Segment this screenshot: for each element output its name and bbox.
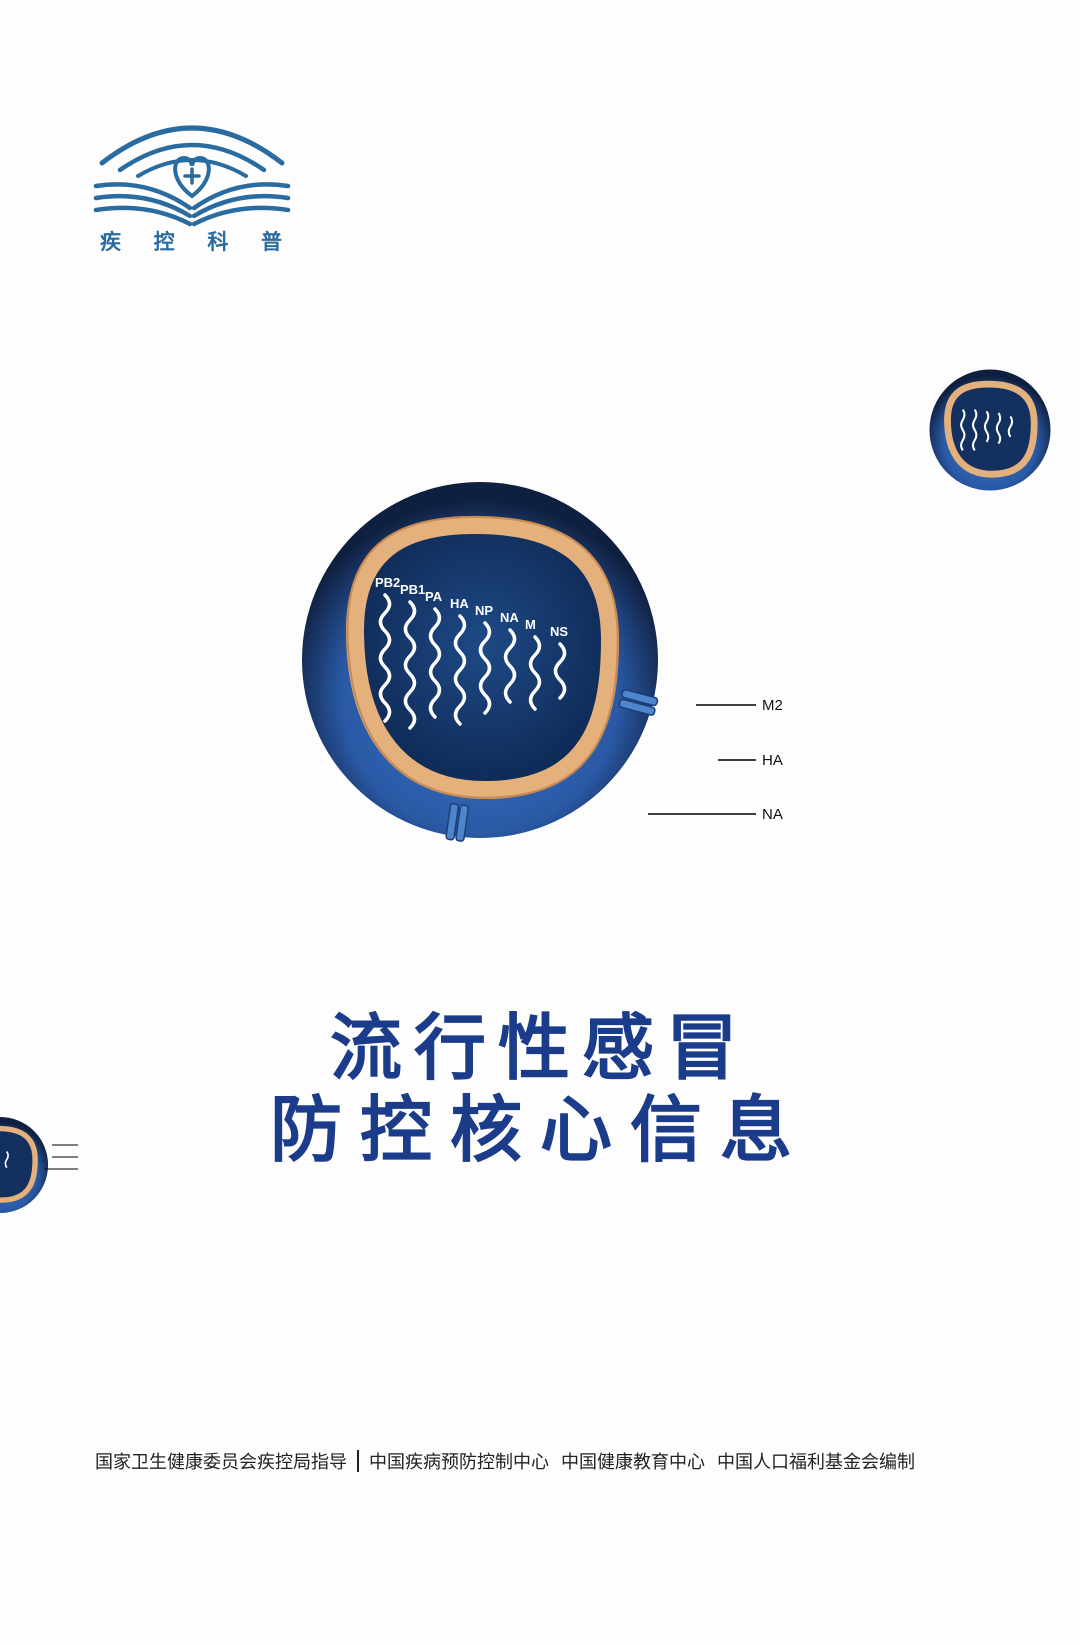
org-credit: 中国健康教育中心 xyxy=(561,1452,705,1473)
credits-footer: 国家卫生健康委员会疾控局指导 中国疾病预防控制中心中国健康教育中心中国人口福利基金… xyxy=(95,1448,995,1474)
logo-char: 科 xyxy=(207,230,231,254)
page-title: 流行性感冒 防控核心信息 xyxy=(0,1008,1080,1170)
rna-segment-label: HA xyxy=(450,596,469,611)
callout-na: NA xyxy=(762,806,783,823)
jikong-kepu-logo-icon xyxy=(93,125,291,227)
rna-segment xyxy=(453,614,467,726)
virus-decoration-icon xyxy=(929,369,1051,491)
rna-segment-label: PA xyxy=(425,589,443,604)
rna-segment-label: NA xyxy=(500,610,519,625)
logo-char: 普 xyxy=(260,230,284,254)
rna-segment xyxy=(553,642,567,700)
rna-segment-label: NS xyxy=(550,624,568,639)
rna-segment xyxy=(403,600,417,730)
rna-segment xyxy=(428,607,442,719)
logo-text: 疾 控 科 普 xyxy=(92,226,292,256)
org-credit: 中国疾病预防控制中心 xyxy=(369,1452,549,1473)
rna-segment xyxy=(478,621,492,715)
rna-segment xyxy=(528,635,542,711)
rna-segment xyxy=(503,628,517,704)
virus-decoration-icon xyxy=(0,1116,78,1214)
title-line-1: 流行性感冒 xyxy=(329,1006,750,1090)
org-credit: 中国人口福利基金会编制 xyxy=(717,1452,915,1473)
logo-char: 控 xyxy=(153,230,177,254)
rna-segment-label: M xyxy=(525,617,536,632)
guidance-credit: 国家卫生健康委员会疾控局指导 xyxy=(95,1452,347,1473)
title-line-2: 防控核心信息 xyxy=(269,1088,810,1172)
rna-segment-label: PB1 xyxy=(400,582,425,597)
rna-segment-label: NP xyxy=(475,603,493,618)
callout-m2: M2 xyxy=(762,697,783,714)
rna-segment xyxy=(378,593,392,723)
callout-ha: HA xyxy=(762,752,783,769)
logo-char: 疾 xyxy=(100,230,123,254)
rna-segment-label: PB2 xyxy=(375,575,400,590)
divider xyxy=(357,1450,359,1472)
